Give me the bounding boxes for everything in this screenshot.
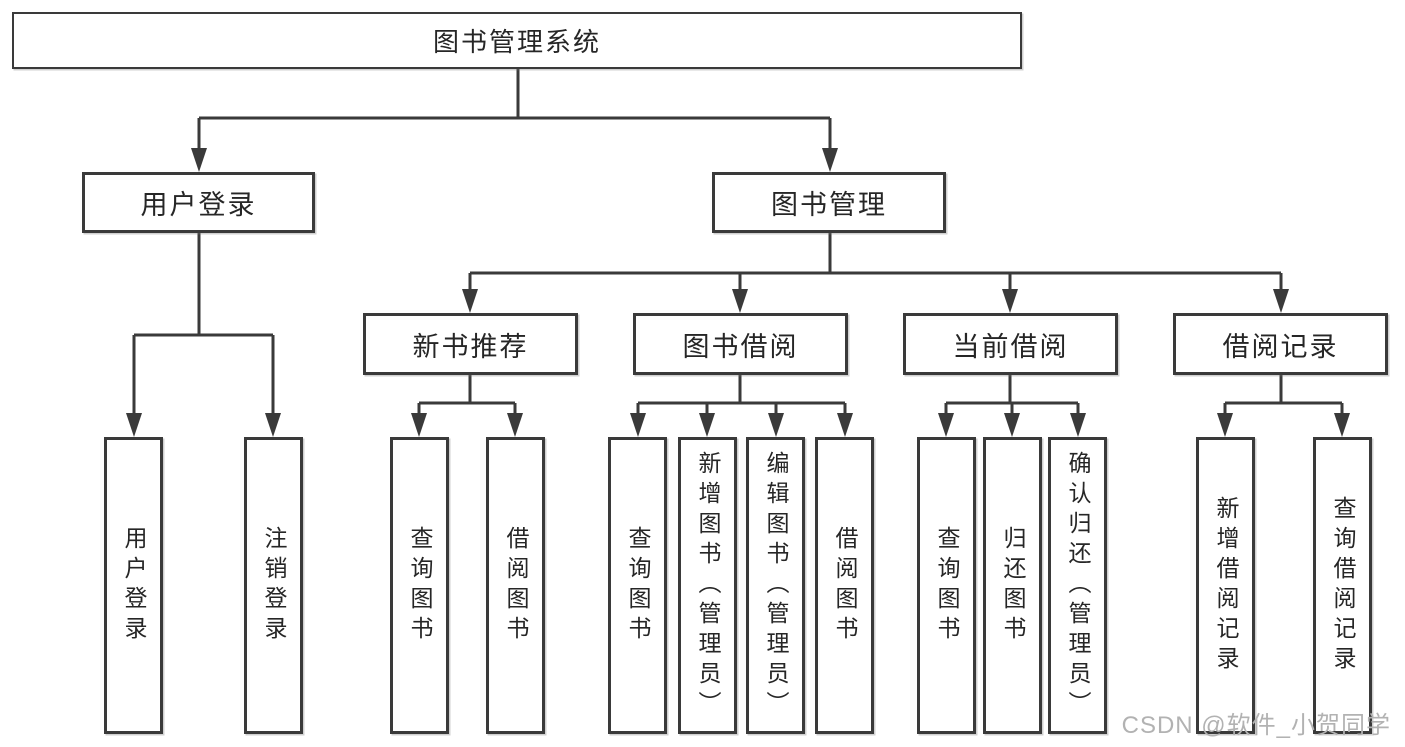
node-label: 图书管理系统	[432, 27, 601, 57]
leaf-label: 用户登录	[121, 525, 147, 646]
node-book-management: 图书管理	[712, 172, 946, 233]
node-label: 用户登录	[140, 190, 257, 220]
leaf-label: 归还图书	[1000, 525, 1026, 646]
leaf-query-book-3: 查询图书	[917, 437, 976, 734]
node-label: 借阅记录	[1222, 331, 1339, 362]
leaf-add-book-admin: 新增图书（管理员）	[678, 437, 737, 734]
node-label: 新书推荐	[412, 331, 529, 362]
arrowheads	[126, 148, 1350, 437]
node-system-root: 图书管理系统	[12, 12, 1022, 69]
leaf-label: 借阅图书	[832, 525, 858, 646]
node-book-borrow: 图书借阅	[633, 313, 848, 375]
node-label: 图书管理	[771, 190, 887, 220]
leaf-borrow-book-1: 借阅图书	[486, 437, 545, 734]
leaf-label: 编辑图书（管理员）	[763, 450, 789, 721]
node-label: 图书借阅	[682, 331, 799, 362]
node-current-borrow: 当前借阅	[903, 313, 1118, 375]
leaf-confirm-return-admin: 确认归还（管理员）	[1048, 437, 1107, 734]
leaf-label: 新增借阅记录	[1213, 495, 1239, 676]
node-label: 当前借阅	[952, 331, 1069, 362]
leaf-label: 新增图书（管理员）	[695, 450, 721, 721]
leaf-logout: 注销登录	[244, 437, 303, 734]
leaf-user-login: 用户登录	[104, 437, 163, 734]
leaf-label: 查询图书	[407, 525, 433, 646]
leaf-query-book-1: 查询图书	[390, 437, 449, 734]
leaf-label: 查询借阅记录	[1330, 495, 1356, 676]
node-user-login: 用户登录	[82, 172, 315, 233]
leaf-edit-book-admin: 编辑图书（管理员）	[746, 437, 805, 734]
leaf-label: 确认归还（管理员）	[1065, 450, 1091, 721]
node-new-book-recommend: 新书推荐	[363, 313, 578, 375]
leaf-query-book-2: 查询图书	[608, 437, 667, 734]
leaf-borrow-book-2: 借阅图书	[815, 437, 874, 734]
leaf-query-borrow-record: 查询借阅记录	[1313, 437, 1372, 734]
leaf-label: 查询图书	[625, 525, 651, 646]
node-borrow-records: 借阅记录	[1173, 313, 1388, 375]
leaf-add-borrow-record: 新增借阅记录	[1196, 437, 1255, 734]
leaf-label: 借阅图书	[503, 525, 529, 646]
leaf-label: 查询图书	[934, 525, 960, 646]
watermark: CSDN @软件_小贺同学	[1121, 712, 1391, 739]
leaf-return-book: 归还图书	[983, 437, 1042, 734]
leaf-label: 注销登录	[261, 525, 287, 646]
